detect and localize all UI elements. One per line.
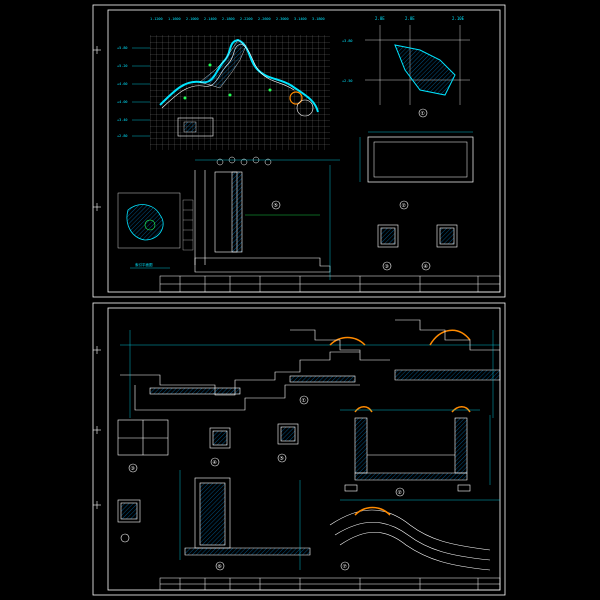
tree-symbols — [216, 156, 272, 166]
detail-mark-1: ① — [421, 111, 426, 117]
grid-axis-label: 2.3000 — [276, 17, 289, 21]
elevation-label: +4.00 — [117, 100, 128, 104]
bottom-detail-mark-3: ③ — [131, 466, 135, 472]
elevation-label: +2.80 — [117, 134, 128, 138]
detail-plan-path — [394, 44, 456, 96]
bottom-small-details — [117, 419, 299, 543]
site-path-hatch — [199, 39, 247, 89]
bottom-detail-mark-4: ④ — [213, 460, 218, 466]
top-title-block — [159, 275, 501, 293]
site-structure-inner — [183, 121, 197, 133]
detail-side-label: +3.80 — [342, 39, 353, 43]
grid-axis-label: 2.2600 — [258, 17, 271, 21]
bottom-detail-mark-1: ① — [302, 398, 307, 404]
grid-axis-label: 1.1600 — [168, 17, 181, 21]
detail-mark-2: ② — [402, 203, 407, 209]
green-markers — [183, 63, 272, 100]
bottom-detail-mark-6: ⑥ — [218, 564, 223, 570]
detail-mark-1-circle — [418, 108, 428, 118]
detail-axis-label: 2.10E — [452, 16, 465, 21]
site-plan: 1.1200 1.1600 2.1000 2.1400 2.1800 2.2200 2.26… — [117, 17, 330, 166]
site-feature-orange — [289, 91, 303, 105]
small-detail-boxes — [377, 224, 458, 271]
top-sheet: 1.1200 1.1600 2.1000 2.1400 2.1800 2.2200 2.26… — [92, 4, 506, 298]
grid-axis-label: 2.1400 — [204, 17, 217, 21]
detail-mark-4: ④ — [424, 264, 429, 270]
detail-mark-2-circle — [399, 200, 409, 210]
detail-plan-axis-labels: 2.8E 2.8E 2.10E — [375, 16, 465, 21]
top-sheet-outer-frame — [92, 4, 506, 298]
site-feature-circle — [296, 99, 314, 117]
bottom-detail-mark-5: ⑤ — [280, 456, 284, 462]
grid-axis-label: 3.1400 — [294, 17, 307, 21]
retaining-wall-section — [340, 406, 491, 497]
elevation-leaders — [132, 47, 150, 137]
wall-profile: ② — [359, 131, 474, 210]
stepped-section — [120, 319, 501, 418]
bottom-title-block — [159, 577, 501, 591]
grid-axis-label: 1.1200 — [150, 17, 163, 21]
bottom-sheet-outer-frame — [92, 302, 506, 596]
grid-axis-label: 2.2200 — [240, 17, 253, 21]
bottom-detail-mark-7: ⑦ — [343, 564, 348, 570]
elevation-label: +5.20 — [117, 64, 128, 68]
section-a — [194, 159, 340, 280]
detail-plan-1: 2.8E 2.8E 2.10E +3.80 +2.50 ① — [342, 16, 470, 118]
key-plan-caption: 索引平面图 — [135, 262, 153, 267]
tall-wall-section — [179, 470, 311, 571]
elevation-labels: +5.80 +5.20 +4.60 +4.00 +3.40 +2.80 — [117, 46, 128, 138]
detail-axis-label: 2.8E — [405, 16, 415, 21]
top-sheet-binding-ticks — [93, 46, 101, 211]
slope-section — [329, 499, 500, 571]
grid-axis-label: 2.1800 — [222, 17, 235, 21]
key-plan: 索引平面图 — [117, 192, 194, 269]
detail-mark-3: ③ — [385, 264, 389, 270]
detail-mark-5: ⑤ — [274, 203, 278, 209]
detail-axis-label: 2.8E — [375, 16, 385, 21]
elevation-label: +5.80 — [117, 46, 128, 50]
detail-side-label: +2.50 — [342, 79, 353, 83]
elevation-label: +3.40 — [117, 118, 128, 122]
grid-axis-label: 3.1800 — [312, 17, 325, 21]
site-structure-box — [177, 117, 214, 137]
detail-plan-side-labels: +3.80 +2.50 — [342, 39, 353, 83]
grid-axis-label: 2.1000 — [186, 17, 199, 21]
grid-axis-labels: 1.1200 1.1600 2.1000 2.1400 2.1800 2.2200 2.26… — [150, 17, 325, 21]
bottom-sheet-binding-ticks — [93, 346, 101, 509]
bottom-sheet: ① ② ③ ④ ⑤ — [92, 302, 506, 596]
bottom-detail-mark-2: ② — [398, 490, 403, 496]
elevation-label: +4.60 — [117, 82, 128, 86]
